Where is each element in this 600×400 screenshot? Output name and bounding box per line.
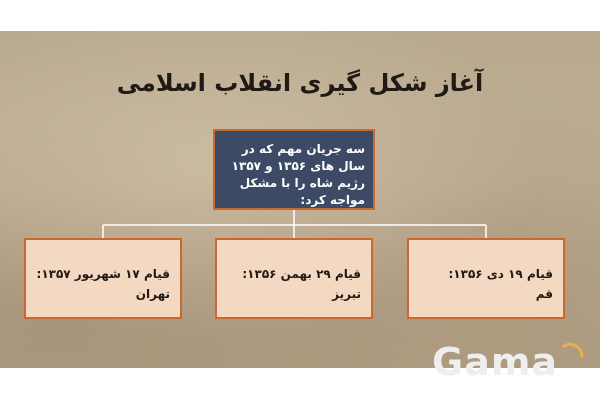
- branch-event: قیام ۲۹ بهمن ۱۳۵۶:: [242, 267, 361, 281]
- root-node: سه جریان مهم که در سال های ۱۳۵۶ و ۱۳۵۷ ر…: [213, 129, 375, 210]
- slide-title: آغاز شکل گیری انقلاب اسلامی: [116, 69, 484, 97]
- gama-logo: Gama: [432, 340, 559, 384]
- branch-node-tabriz: قیام ۲۹ بهمن ۱۳۵۶: تبریز: [215, 238, 373, 319]
- branch-city: قم: [535, 287, 553, 301]
- branch-event: قیام ۱۹ دی ۱۳۵۶:: [448, 267, 553, 281]
- root-node-text: سه جریان مهم که در سال های ۱۳۵۶ و ۱۳۵۷ ر…: [231, 142, 365, 207]
- branch-city: تبریز: [332, 287, 361, 301]
- gama-logo-arc-icon: [562, 342, 584, 358]
- branch-event: قیام ۱۷ شهریور ۱۳۵۷:: [36, 267, 170, 281]
- branch-node-qom: قیام ۱۹ دی ۱۳۵۶: قم: [407, 238, 565, 319]
- slide: آغاز شکل گیری انقلاب اسلامی سه جریان مهم…: [0, 31, 600, 368]
- branch-city: تهران: [135, 287, 170, 301]
- branch-node-tehran: قیام ۱۷ شهریور ۱۳۵۷: تهران: [24, 238, 182, 319]
